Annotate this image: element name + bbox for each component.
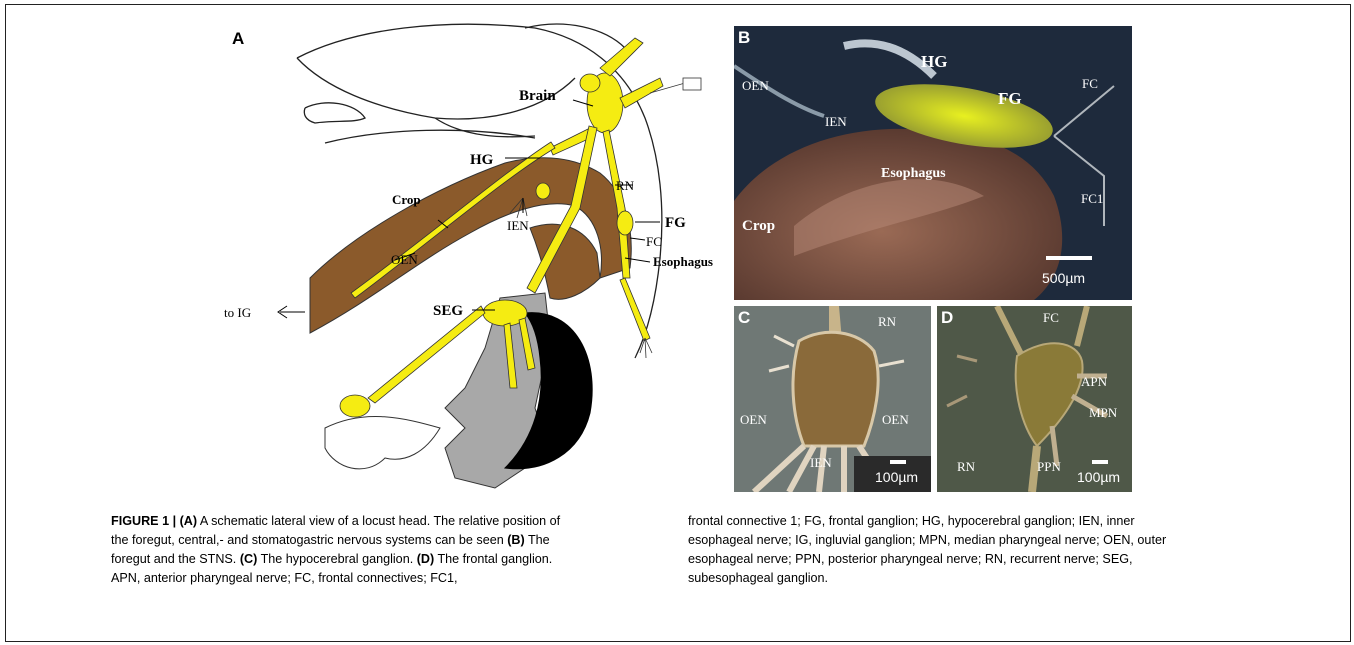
caption-marker-d: (D) — [417, 552, 434, 566]
scale-label-c: 100µm — [875, 469, 918, 485]
panel-b-letter: B — [738, 28, 750, 48]
label-d-mpn: MPN — [1089, 405, 1117, 421]
label-c-oen-right: OEN — [882, 412, 909, 428]
label-fc: FC — [646, 234, 662, 249]
label-oen: OEN — [391, 252, 418, 267]
panel-c-letter: C — [738, 308, 750, 328]
figure-caption-left: FIGURE 1 | (A) A schematic lateral view … — [111, 512, 576, 588]
scale-bar-c — [890, 460, 906, 464]
caption-marker-b: (B) — [507, 533, 524, 547]
label-brain: Brain — [519, 88, 556, 104]
label-c-ien: IEN — [810, 455, 832, 471]
label-b-crop: Crop — [742, 218, 775, 235]
label-b-hg: HG — [921, 52, 947, 72]
figure-caption-right: frontal connective 1; FG, frontal gangli… — [688, 512, 1188, 588]
figure-label: FIGURE 1 | — [111, 514, 180, 528]
label-to-ig: to IG — [224, 305, 251, 320]
label-c-rn: RN — [878, 314, 896, 330]
label-seg: SEG — [433, 303, 463, 319]
label-d-ppn: PPN — [1037, 459, 1061, 475]
label-b-fc: FC — [1082, 76, 1098, 92]
scale-label-b: 500µm — [1042, 270, 1085, 286]
caption-marker-a: (A) — [180, 514, 197, 528]
panel-d-photo: D FC APN MPN RN PPN 100µm — [937, 306, 1132, 492]
panel-b-photo: B OEN HG FG FC IEN Esophagus Crop FC1 50… — [734, 26, 1132, 300]
label-b-fg: FG — [998, 89, 1022, 109]
caption-text-right: frontal connective 1; FG, frontal gangli… — [688, 512, 1188, 588]
caption-text-c: The hypocerebral ganglion. — [257, 552, 416, 566]
panel-a-schematic: Brain HG Crop RN FG IEN FC OEN Esophagus… — [205, 8, 730, 498]
label-d-fc: FC — [1043, 310, 1059, 326]
label-d-rn: RN — [957, 459, 975, 475]
label-fg: FG — [665, 215, 686, 231]
label-d-apn: APN — [1081, 374, 1107, 390]
panel-c-photo: C RN OEN OEN IEN 100µm — [734, 306, 931, 492]
label-crop: Crop — [392, 192, 421, 207]
scale-bar-d — [1092, 460, 1108, 464]
label-ien: IEN — [507, 218, 529, 233]
panel-d-letter: D — [941, 308, 953, 328]
scale-bar-b — [1046, 256, 1092, 260]
mouthparts — [325, 293, 592, 488]
label-rn: RN — [616, 178, 635, 193]
label-b-esophagus: Esophagus — [881, 166, 946, 182]
label-hg: HG — [470, 152, 494, 168]
label-esophagus: Esophagus — [653, 254, 713, 269]
scale-label-d: 100µm — [1077, 469, 1120, 485]
label-c-oen-left: OEN — [740, 412, 767, 428]
label-b-fc1: FC1 — [1081, 191, 1103, 207]
caption-marker-c: (C) — [240, 552, 257, 566]
label-b-oen: OEN — [742, 78, 769, 94]
label-b-ien: IEN — [825, 114, 847, 130]
